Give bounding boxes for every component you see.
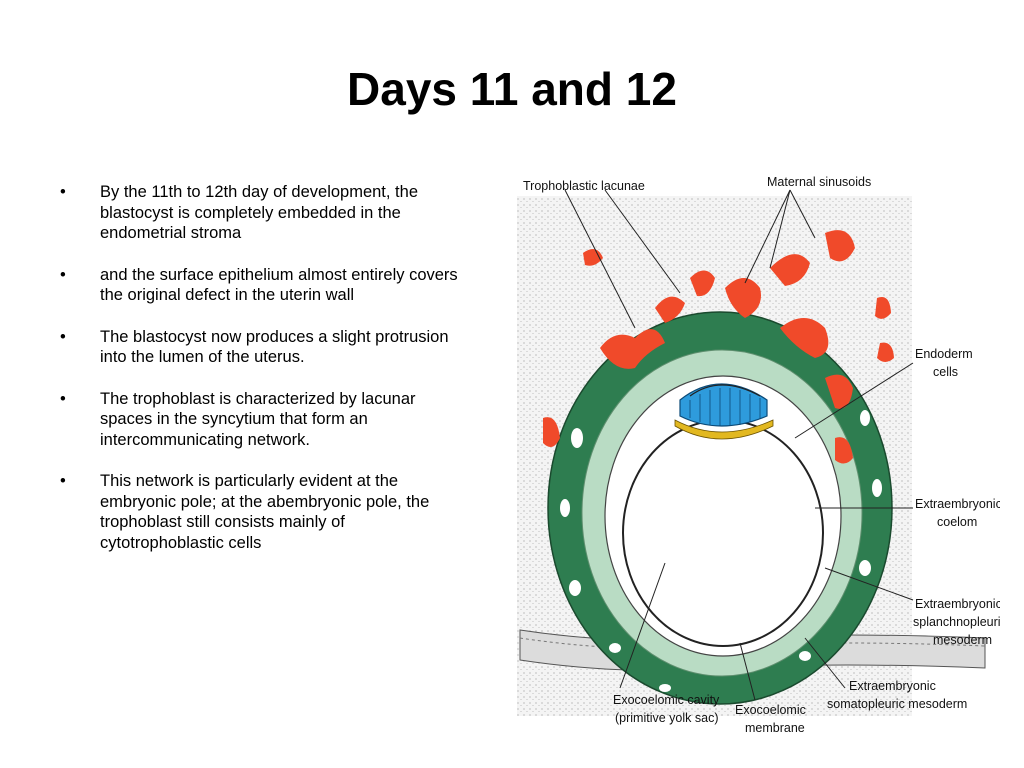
blastocyst-diagram: Trophoblastic lacunae Maternal sinusoids… [517, 175, 1000, 735]
bullet-marker: • [60, 389, 66, 408]
label-coelom: coelom [937, 515, 977, 529]
bullet-item: • The trophoblast is characterized by lac… [60, 389, 470, 451]
label-exocoelomic: Exocoelomic [735, 703, 806, 717]
bullet-marker: • [60, 183, 66, 201]
bullet-text: By the 11th to 12th day of development, … [100, 183, 418, 242]
bullet-marker: • [60, 472, 66, 490]
label-somatopleuric-mesoderm: somatopleuric mesoderm [827, 697, 967, 711]
label-endoderm: Endoderm [915, 347, 973, 361]
trophoblast-spots [560, 410, 882, 692]
label-maternal-sinusoids: Maternal sinusoids [767, 175, 871, 189]
slide-title: Days 11 and 12 [347, 63, 677, 115]
bullet-list: • By the 11th to 12th day of development,… [60, 182, 470, 574]
amniotic-cavity [689, 384, 761, 397]
bullet-marker: • [60, 265, 66, 284]
bullet-item: • The blastocyst now produces a slight pr… [60, 327, 470, 368]
pointer-lines [564, 189, 914, 701]
label-extraembryonic-splanchnic: Extraembryonic [915, 597, 1000, 611]
bullet-text: and the surface epithelium almost entire… [100, 265, 458, 305]
label-mesoderm: mesoderm [933, 633, 992, 647]
bullet-item: • This network is particularly evident at… [60, 471, 470, 553]
bullet-item: • and the surface epithelium almost entir… [60, 265, 470, 306]
label-primitive-yolk-sac: (primitive yolk sac) [615, 711, 719, 725]
hypoblast [674, 419, 774, 440]
bullet-text: This network is particularly evident at … [100, 472, 430, 552]
epithelium-cells [519, 637, 986, 650]
exocoelomic-cavity [622, 419, 824, 647]
label-splanchnopleuric: splanchnopleuric [913, 615, 1000, 629]
epiblast [679, 383, 768, 427]
bullet-marker: • [60, 327, 66, 346]
label-extraembryonic-somatopleuric: Extraembryonic [849, 679, 936, 693]
label-exocoelomic-cavity: Exocoelomic cavity [613, 693, 720, 707]
label-endoderm-cells: cells [933, 365, 958, 379]
epiblast-cell-lines [689, 388, 761, 426]
label-extraembryonic-coelom: Extraembryonic [915, 497, 1000, 511]
trophoblastic-lacunae [543, 230, 894, 464]
bullet-text: The trophoblast is characterized by lacu… [100, 389, 416, 449]
label-trophoblastic-lacunae: Trophoblastic lacunae [523, 179, 645, 193]
label-membrane: membrane [745, 721, 805, 735]
bullet-text: The blastocyst now produces a slight pro… [100, 327, 449, 367]
bullet-item: • By the 11th to 12th day of development,… [60, 182, 470, 244]
